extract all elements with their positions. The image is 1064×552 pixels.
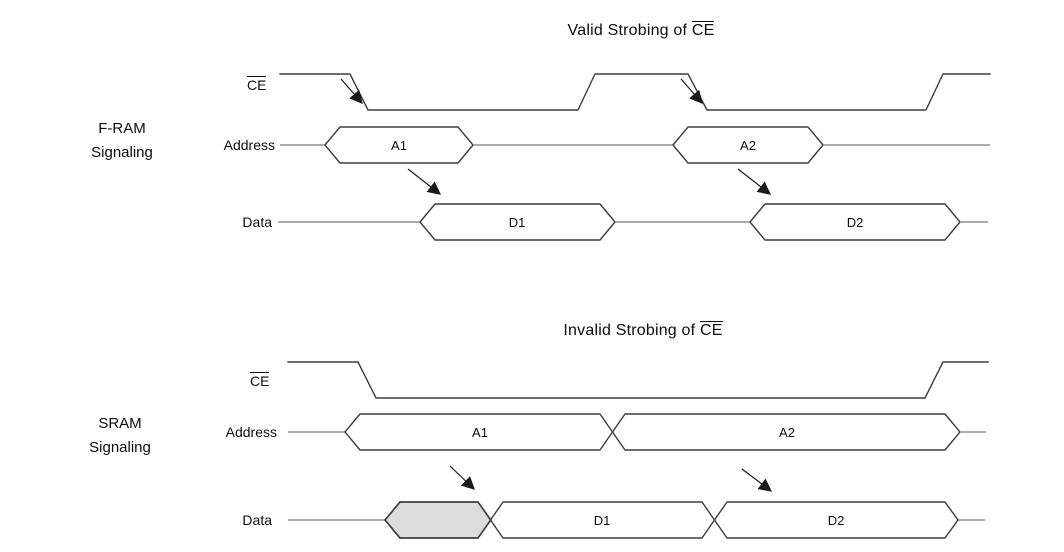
sram-d1-label: D1 [594,513,611,528]
sram-a1-label: A1 [472,425,488,440]
fram-title-signal-overbar: CE [691,21,715,39]
sram-title-prefix: Invalid Strobing of [563,322,700,339]
fram-ce-row-label: CE [247,76,267,93]
fram-a1-label: A1 [391,138,407,153]
fram-ce-strobe-arrow-2 [680,78,703,104]
fram-a2-label: A2 [740,138,756,153]
sram-data-bus-top [384,501,959,539]
fram-address-row-label: Address [223,137,275,153]
fram-a1-to-d1-arrow [407,168,442,195]
fram-group-label-line1: F-RAM [98,120,146,137]
sram-ce-row-label: CE [250,372,270,389]
sram-address-row-label: Address [225,424,277,440]
sram-data-row-label: Data [242,512,272,528]
sram-title-signal-overbar: CE [699,321,723,339]
fram-group-label-line2: Signaling [91,144,153,161]
sram-d2-label: D2 [828,513,845,528]
fram-data-row-label: Data [242,214,272,230]
sram-data-bus-bottom [384,501,959,539]
sram-ce-overbar: CE [250,372,270,389]
sram-address-bus-bottom [344,413,961,451]
sram-address-bus-top [344,413,961,451]
fram-title-prefix: Valid Strobing of [567,22,692,39]
fram-d2-label: D2 [847,215,864,230]
fram-title: Valid Strobing of CE [441,21,841,40]
sram-title: Invalid Strobing of CE [443,321,843,340]
sram-invalid-data-bubble [384,501,492,539]
sram-group-label-line2: Signaling [89,439,151,456]
fram-group-label: F-RAM Signaling [52,117,192,165]
sram-group-label: SRAM Signaling [50,412,190,460]
fram-ce-overbar: CE [247,76,267,93]
sram-diagram: A1 A2 D1 D2 [287,361,989,539]
fram-diagram: A1 A2 D1 D2 [278,73,991,241]
fram-ce-strobe-arrow-1 [340,78,363,104]
fram-d1-label: D1 [509,215,526,230]
fram-a2-to-d2-arrow [737,168,772,195]
sram-group-label-line1: SRAM [98,415,142,432]
sram-d1-arrow [449,465,475,490]
fram-ce-waveform [279,73,991,111]
sram-d2-arrow [741,468,773,492]
sram-ce-waveform [287,361,989,399]
sram-a2-label: A2 [779,425,795,440]
